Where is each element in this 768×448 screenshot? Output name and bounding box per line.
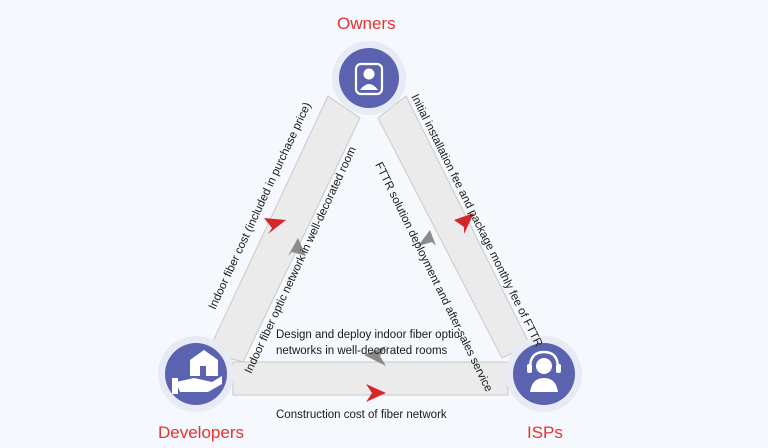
owners-label: Owners (337, 14, 396, 33)
user-icon (354, 62, 384, 96)
flow-isps-to-developers-label-2: networks in well-decorated rooms (276, 345, 448, 357)
arrow-isps-to-developers (364, 346, 386, 366)
isps-node (506, 336, 582, 412)
headset-agent-icon (527, 350, 561, 392)
arrow-owners-to-isps (454, 213, 474, 234)
developers-node (158, 336, 234, 412)
arrow-isps-to-owners (418, 230, 436, 246)
house-hand-icon (172, 350, 222, 394)
developers-label: Developers (158, 423, 244, 442)
arrow-developers-to-owners (288, 238, 306, 256)
isps-label: ISPs (527, 423, 563, 442)
arrow-developers-to-isps (366, 384, 386, 402)
owners-node (332, 41, 406, 115)
arrow-owners-to-developers (264, 218, 286, 234)
band-bottom (232, 361, 509, 396)
flow-developers-to-isps-label: Construction cost of fiber network (276, 409, 447, 421)
flow-isps-to-developers-label-1: Design and deploy indoor fiber optic (276, 329, 460, 341)
